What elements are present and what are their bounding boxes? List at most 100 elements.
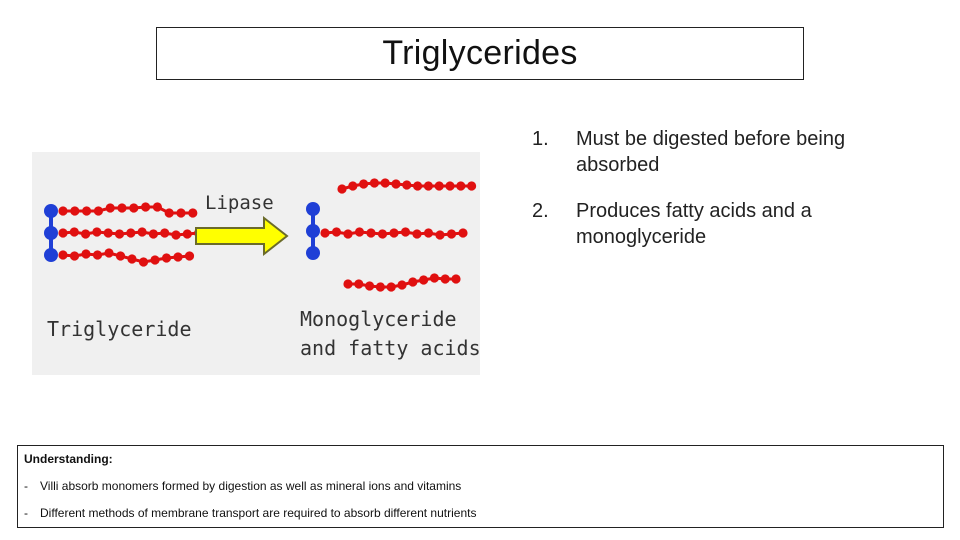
key-point-line: monoglyceride [576,226,707,248]
fatty-acid-bead [434,181,444,191]
fatty-acid-bead [188,208,198,218]
fatty-acid-bead [359,179,369,189]
fatty-acid-bead [446,229,457,239]
fatty-acid-bead [184,251,195,261]
glycerol-node [44,204,58,218]
fatty-acid-bead [402,180,412,190]
fatty-acid-bead [161,253,172,263]
fatty-acid-bead [423,181,433,191]
fatty-acid-bead [343,229,353,239]
fatty-acid-bead [164,208,174,218]
glycerol-node [44,248,58,262]
fatty-acid-chain [58,202,198,218]
triglyceride-label: Triglyceride [47,317,192,341]
fatty-acid-bead [386,282,396,292]
key-point: 2. Produces fatty acids and a monoglycer… [532,198,932,250]
fatty-acid-bead [152,202,162,212]
fatty-acid-bead [171,230,181,240]
fatty-acid-bead [467,181,477,191]
fatty-acid-bead [365,281,375,291]
glycerol-node [306,246,320,260]
fatty-acid-bead [391,179,401,189]
fatty-acid-chain [58,227,204,240]
fatty-acid-bead [389,228,399,238]
fatty-acid-bead [397,280,407,290]
understanding-item: - Different methods of membrane transpor… [24,506,937,520]
key-point-number: 1. [532,128,549,150]
slide-title: Triglycerides [382,34,578,72]
fatty-acid-bead [445,181,455,191]
lipase-diagram: Lipase Triglyceride Monoglyceride and fa… [32,152,480,375]
fatty-acid-bead [58,228,68,238]
fatty-acid-bead [400,227,411,237]
fatty-acid-bead [369,178,379,188]
fatty-acid-bead [440,274,450,284]
fatty-acid-bead [81,249,91,259]
monoglyceride-label: Monoglyceride [300,307,457,331]
fatty-acid-bead [331,227,342,237]
triglyceride-molecule [44,202,204,267]
fatty-acid-bead [456,181,466,191]
fatty-acid-bead [115,251,126,261]
fatty-acid-bead [413,181,423,191]
fatty-acid-bead [137,227,147,237]
fatty-acid-bead [343,279,353,289]
fatty-acid-bead [105,203,115,213]
fatty-acid-bead [354,279,364,289]
fatty-acid-bead [423,228,434,238]
understanding-item: - Villi absorb monomers formed by digest… [24,479,937,493]
bullet-dash: - [24,506,28,520]
fatty-acid-bead [419,275,429,285]
monoglyceride-molecule [306,202,468,260]
key-point-text: Produces fatty acids and a monoglyceride [576,198,932,250]
reaction-arrow-icon [195,215,289,257]
fatty-acid-bead [451,274,461,284]
understanding-item-text: Different methods of membrane transport … [40,506,477,520]
fatty-acid-chain [320,227,468,240]
fatty-acid-bead [92,250,103,260]
fatty-acid-bead [138,257,149,267]
key-points-list: 1. Must be digested before being absorbe… [532,126,932,270]
fatty-acid-bead [408,277,418,287]
fatty-acid-bead [375,282,385,292]
understanding-box: Understanding: - Villi absorb monomers f… [17,445,944,528]
fatty-acid-bead [176,208,186,218]
key-point: 1. Must be digested before being absorbe… [532,126,932,178]
lipase-label: Lipase [205,192,274,214]
fatty-acid-bead [69,227,79,237]
fatty-acid-bead [114,229,125,239]
fatty-acid-bead [127,254,137,264]
fatty-acid-bead [69,251,80,261]
fatty-acid-bead [377,229,388,239]
fatty-acid-bead [58,250,68,260]
fatty-acid-bead [104,248,114,258]
title-box: Triglycerides [156,27,804,80]
fatty-acid-bead [366,228,376,238]
fatty-acid-bead [160,228,170,238]
fatty-acid-bead [458,228,468,238]
fatty-acid-bead [126,228,136,238]
fatty-acid-bead [58,206,68,216]
fatty-acid-chain [343,273,461,292]
free-fatty-acids [337,178,477,292]
fatty-acid-bead [320,228,330,238]
glycerol-node [306,224,320,238]
fatty-acid-bead [129,203,139,213]
fatty-acid-bead [82,206,92,216]
understanding-item-text: Villi absorb monomers formed by digestio… [40,479,462,493]
fatty-acid-bead [348,181,358,191]
fatty-acid-bead [182,229,192,239]
fatty-acid-bead [380,178,390,188]
fatty-acid-bead [150,255,160,265]
fatty-acid-chain [58,248,195,267]
fatty-acid-bead [117,203,127,213]
fatty-acid-bead [81,229,91,239]
fatty-acid-bead [93,206,103,216]
fatty-acid-bead [103,228,113,238]
fatty-acid-bead [70,206,80,216]
lipase-diagram-svg: Lipase Triglyceride Monoglyceride and fa… [44,178,480,360]
bullet-dash: - [24,479,28,493]
fatty-acid-bead [337,184,347,194]
fatty-acid-bead [354,227,365,237]
key-point-text: Must be digested before being absorbed [576,126,932,178]
